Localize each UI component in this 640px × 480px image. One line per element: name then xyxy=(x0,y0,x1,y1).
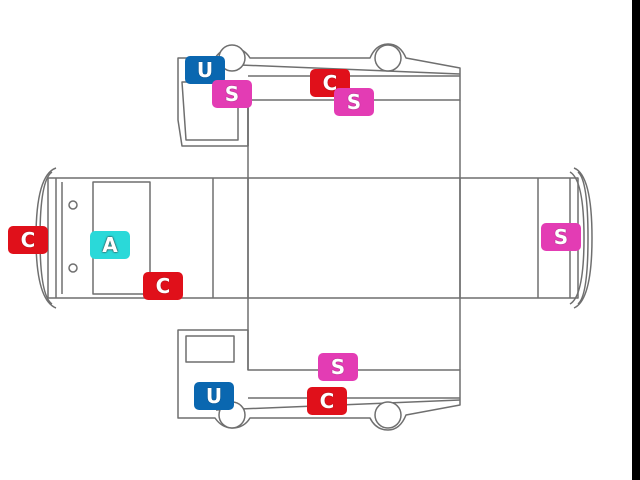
left-side-view xyxy=(177,43,461,147)
marker-u-bottom[interactable]: U xyxy=(194,382,234,410)
marker-c-front-bottom[interactable]: C xyxy=(143,272,183,300)
marker-c-left[interactable]: C xyxy=(8,226,48,254)
marker-s-top-left[interactable]: S xyxy=(212,80,252,108)
marker-u-top[interactable]: U xyxy=(185,56,225,84)
roof-panel xyxy=(247,177,461,299)
right-edge-bar xyxy=(632,0,640,480)
marker-s-top-right[interactable]: S xyxy=(334,88,374,116)
marker-a-front[interactable]: A xyxy=(90,231,130,259)
right-side-view xyxy=(177,329,461,431)
marker-c-bottom[interactable]: C xyxy=(307,387,347,415)
marker-s-bottom[interactable]: S xyxy=(318,353,358,381)
front-view xyxy=(35,167,249,309)
marker-s-rear[interactable]: S xyxy=(541,223,581,251)
